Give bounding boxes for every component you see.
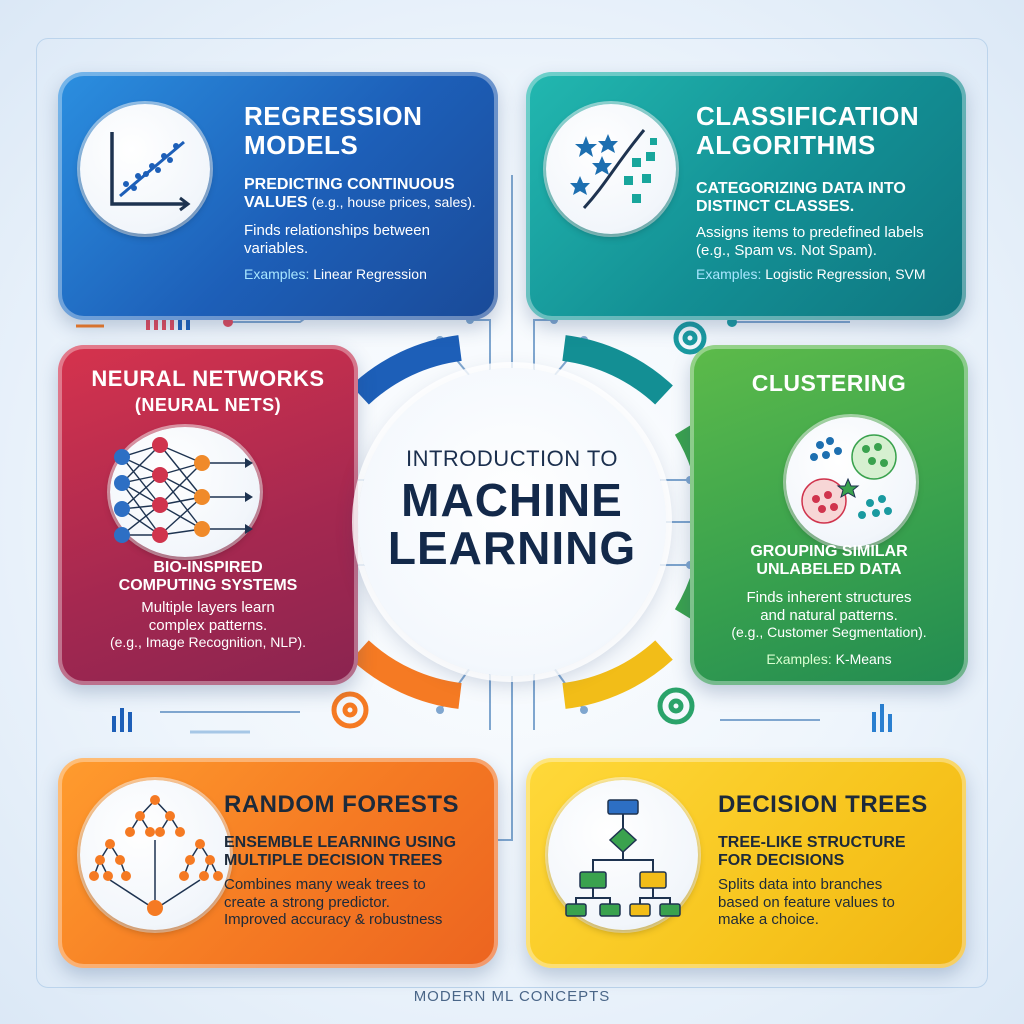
outer-frame xyxy=(36,38,988,988)
clustering-title: CLUSTERING xyxy=(751,370,907,396)
trees-desc-3: make a choice. xyxy=(718,911,819,929)
hub-title-machine: MACHINE xyxy=(401,474,623,526)
forests-title: RANDOM FORESTS xyxy=(224,791,459,818)
classification-subtitle-1: CATEGORIZING DATA INTO xyxy=(696,180,906,197)
card-regression-models[interactable]: REGRESSION MODELS PREDICTING CONTINUOUS … xyxy=(58,72,498,320)
hub-title-learning: LEARNING xyxy=(387,522,637,575)
classification-title-line1: CLASSIFICATION xyxy=(696,101,920,131)
clustering-desc-1: Finds inherent structures xyxy=(746,589,912,606)
forest-trees-icon xyxy=(80,780,230,930)
regression-examples-value: Linear Regression xyxy=(309,266,427,282)
neural-title-line1: NEURAL NETWORKS xyxy=(91,366,325,391)
neural-desc-1: Multiple layers learn xyxy=(141,599,275,616)
neural-network-icon xyxy=(110,427,260,557)
forests-subtitle-1: ENSEMBLE LEARNING USING xyxy=(224,834,457,851)
gear-icon xyxy=(673,321,707,355)
neural-desc-3: (e.g., Image Recognition, NLP). xyxy=(109,634,307,651)
regression-title-line1: REGRESSION xyxy=(244,101,423,131)
hub-intro-text: INTRODUCTION TO xyxy=(405,446,619,471)
center-hub: INTRODUCTION TO MACHINE LEARNING xyxy=(358,368,666,676)
regression-subtitle-rest: (e.g., house prices, sales). xyxy=(307,194,476,211)
flowchart-tree-icon xyxy=(548,780,698,930)
card-classification-algorithms[interactable]: CLASSIFICATION ALGORITHMS CATEGORIZING D… xyxy=(526,72,966,320)
card-clustering[interactable]: CLUSTERING GROUPING SIMILAR UNLABELED DA… xyxy=(690,345,968,685)
card-decision-trees[interactable]: DECISION TREES TREE-LIKE STRUCTURE FOR D… xyxy=(526,758,966,968)
regression-examples-label: Examples: xyxy=(244,266,310,282)
clustering-desc-3: (e.g., Customer Segmentation). xyxy=(731,624,927,641)
regression-title-line2: MODELS xyxy=(244,130,359,161)
neural-subtitle-2: COMPUTING SYSTEMS xyxy=(118,577,298,595)
forests-desc-3: Improved accuracy & robustness xyxy=(224,911,443,929)
clustering-examples-label: Examples: xyxy=(766,651,832,667)
classification-subtitle-2: DISTINCT CLASSES. xyxy=(696,198,855,216)
forests-desc-1: Combines many weak trees to xyxy=(224,876,426,893)
classification-desc-2: (e.g., Spam vs. Not Spam). xyxy=(696,241,877,259)
forests-subtitle-2: MULTIPLE DECISION TREES xyxy=(224,852,443,870)
clusters-icon xyxy=(786,417,916,547)
classification-desc-1: Assigns items to predefined labels xyxy=(696,224,924,241)
trees-title: DECISION TREES xyxy=(718,791,928,818)
trees-subtitle-1: TREE-LIKE STRUCTURE xyxy=(718,834,906,851)
forests-desc-2: create a strong predictor. xyxy=(224,893,390,911)
neural-title-line2: (NEURAL NETS) xyxy=(134,394,282,415)
clustering-desc-2: and natural patterns. xyxy=(760,606,898,624)
trees-desc-1: Splits data into branches xyxy=(718,876,883,893)
classification-examples-value: Logistic Regression, SVM xyxy=(761,266,926,282)
neural-subtitle-1: BIO-INSPIRED xyxy=(153,559,263,576)
footer-caption: MODERN ML CONCEPTS xyxy=(413,988,611,1005)
clustering-examples-value: K-Means xyxy=(831,651,892,667)
neural-desc-2: complex patterns. xyxy=(148,616,268,634)
clustering-subtitle-1: GROUPING SIMILAR xyxy=(750,543,908,560)
trees-subtitle-2: FOR DECISIONS xyxy=(718,852,845,870)
classification-examples-label: Examples: xyxy=(696,266,762,282)
trees-desc-2: based on feature values to xyxy=(718,893,895,911)
classification-title-line2: ALGORITHMS xyxy=(696,130,876,161)
scatter-regression-icon xyxy=(80,104,210,234)
stars-and-squares-classification-icon xyxy=(546,104,676,234)
clustering-subtitle-2: UNLABELED DATA xyxy=(756,561,902,579)
card-neural-networks[interactable]: NEURAL NETWORKS (NEURAL NETS) BIO-INSPIR… xyxy=(58,345,358,685)
regression-desc-2: variables. xyxy=(244,239,309,257)
regression-subtitle-2: VALUES xyxy=(244,194,308,212)
regression-subtitle-1: PREDICTING CONTINUOUS xyxy=(244,176,455,193)
regression-desc-1: Finds relationships between xyxy=(244,222,430,239)
card-random-forests[interactable]: RANDOM FORESTS ENSEMBLE LEARNING USING M… xyxy=(58,758,498,968)
